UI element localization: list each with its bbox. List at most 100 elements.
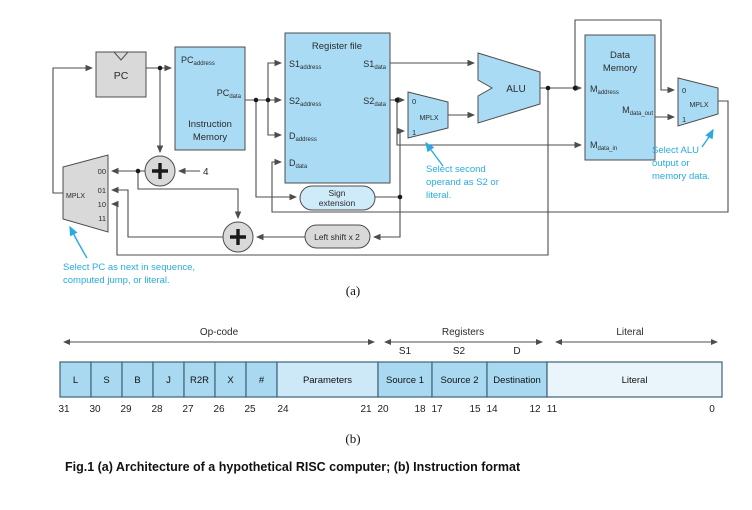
bit-numbers: 31 30 29 28 27 26 25 24 21 20 18 17 15 1… — [58, 404, 715, 415]
operand-select-note-2: operand as S2 or — [426, 177, 499, 188]
rf-s1-address-label: S1address — [289, 59, 321, 71]
wire-pcplus4-to-adder2 — [137, 171, 242, 220]
field-label: L — [73, 375, 78, 386]
pc-mux-in00-label: 00 — [98, 167, 106, 176]
wire-alu-to-resultmux0 — [574, 19, 676, 94]
s1-sublabel: S1 — [399, 346, 412, 357]
operand-mux-in0-label: 0 — [412, 97, 416, 106]
dm-m-data-out-label: Mdata_out — [622, 105, 653, 117]
field-label: S — [103, 375, 109, 386]
bit-number: 11 — [547, 404, 558, 415]
opcode-group-label: Op-code — [200, 327, 239, 338]
bit-number: 31 — [58, 404, 70, 415]
format-group-brackets: Op-code Registers Literal S1 S2 D — [63, 327, 718, 357]
field-label: J — [166, 375, 171, 386]
register-file: Register file S1address S2address Daddre… — [284, 32, 391, 184]
dm-m-data-in-label: Mdata_in — [590, 140, 617, 152]
adder-branch-target — [222, 221, 254, 253]
dm-title-2: Memory — [603, 63, 638, 74]
operand-mux-in1-label: 1 — [412, 128, 416, 137]
result-select-note-2: output or — [652, 158, 690, 169]
junction-dot — [572, 85, 578, 91]
field-label: R2R — [190, 375, 209, 386]
sign-ext-label-2: extension — [319, 198, 356, 208]
pc-select-note-2: computed jump, or literal. — [63, 275, 170, 286]
field-box-hash — [245, 361, 278, 398]
literal-group-label: Literal — [616, 327, 643, 338]
field-box-R2R — [183, 361, 216, 398]
instruction-format-diagram: Op-code Registers Literal S1 S2 D L S B … — [58, 327, 723, 415]
adder-pc-plus-4 — [144, 155, 176, 187]
operand-mux: 0 1 MPLX — [407, 91, 449, 139]
format-fields: L S B J R2R X # Parameters Source 1 Sour… — [59, 361, 723, 398]
rf-title: Register file — [312, 41, 362, 52]
wire-pcdata-to-s1address — [267, 59, 283, 100]
instruction-memory: PCaddress PCdata Instruction Memory — [174, 46, 246, 151]
bit-number: 28 — [151, 404, 163, 415]
result-select-note-3: memory data. — [652, 171, 710, 182]
rf-s1-data-label: S1data — [363, 59, 386, 71]
field-box-destination — [486, 361, 548, 398]
im-title-2: Memory — [193, 132, 228, 143]
pc-mux-in10-label: 10 — [98, 200, 106, 209]
junction-dot — [135, 168, 141, 174]
bit-number: 21 — [360, 404, 372, 415]
junction-dot — [157, 65, 163, 71]
bit-number: 29 — [120, 404, 132, 415]
field-box-S — [90, 361, 123, 398]
wire-adder2-to-pcmux01 — [110, 186, 223, 238]
bit-number: 18 — [414, 404, 426, 415]
alu-label: ALU — [506, 84, 525, 95]
field-box-source1 — [377, 361, 433, 398]
bit-number: 25 — [244, 404, 256, 415]
field-label: # — [259, 375, 265, 386]
dm-m-address-label: Maddress — [590, 84, 619, 96]
field-label: X — [227, 375, 234, 386]
figure-caption: Fig.1 (a) Architecture of a hypothetical… — [65, 460, 521, 474]
field-box-source2 — [431, 361, 488, 398]
bit-number: 0 — [709, 404, 715, 415]
result-mux-label: MPLX — [689, 102, 708, 109]
field-box-L — [59, 361, 92, 398]
wire-s2data-to-mdatain — [396, 100, 583, 149]
result-select-arrow — [701, 128, 714, 148]
constant-four-label: 4 — [203, 167, 209, 178]
result-mux: 0 1 MPLX — [677, 77, 719, 127]
bit-number: 17 — [431, 404, 443, 415]
bit-number: 12 — [529, 404, 541, 415]
pc-mux-in01-label: 01 — [98, 186, 106, 195]
alu: ALU — [477, 52, 541, 124]
operand-mux-label: MPLX — [419, 115, 438, 122]
left-shift-label: Left shift x 2 — [314, 232, 360, 242]
junction-dot — [394, 97, 400, 103]
annotations: Select second operand as S2 or literal. … — [63, 128, 714, 286]
pc-label: PC — [114, 70, 129, 82]
operand-select-note-3: literal. — [426, 190, 451, 201]
wire-literal-to-leftshift — [372, 197, 401, 241]
adder-plus-icon — [230, 229, 246, 245]
wire-literal-to-opmux1 — [397, 127, 406, 197]
field-box-literal — [546, 361, 723, 398]
bit-number: 30 — [89, 404, 101, 415]
wire-pcmux-to-pc — [52, 64, 94, 194]
bit-number: 15 — [469, 404, 481, 415]
field-label: Destination — [493, 375, 541, 386]
bit-number: 24 — [277, 404, 289, 415]
pc-select-arrow — [69, 225, 88, 259]
field-label: B — [134, 375, 140, 386]
im-pc-data-label: PCdata — [217, 88, 242, 100]
im-title-1: Instruction — [188, 119, 232, 130]
d-sublabel: D — [513, 346, 520, 357]
wire-pcdata-to-daddress — [267, 100, 283, 139]
pc-mux-label: MPLX — [66, 193, 85, 200]
field-label: Source 1 — [386, 375, 424, 386]
result-mux-in0-label: 0 — [682, 86, 686, 95]
rf-s2-address-label: S2address — [289, 96, 321, 108]
part-b-label: (b) — [345, 431, 361, 446]
adder-plus-icon — [152, 163, 168, 179]
pc-select-note-1: Select PC as next in sequence, — [63, 262, 195, 273]
field-label: Literal — [622, 375, 648, 386]
junction-dot — [397, 194, 403, 200]
field-box-parameters — [276, 361, 379, 398]
